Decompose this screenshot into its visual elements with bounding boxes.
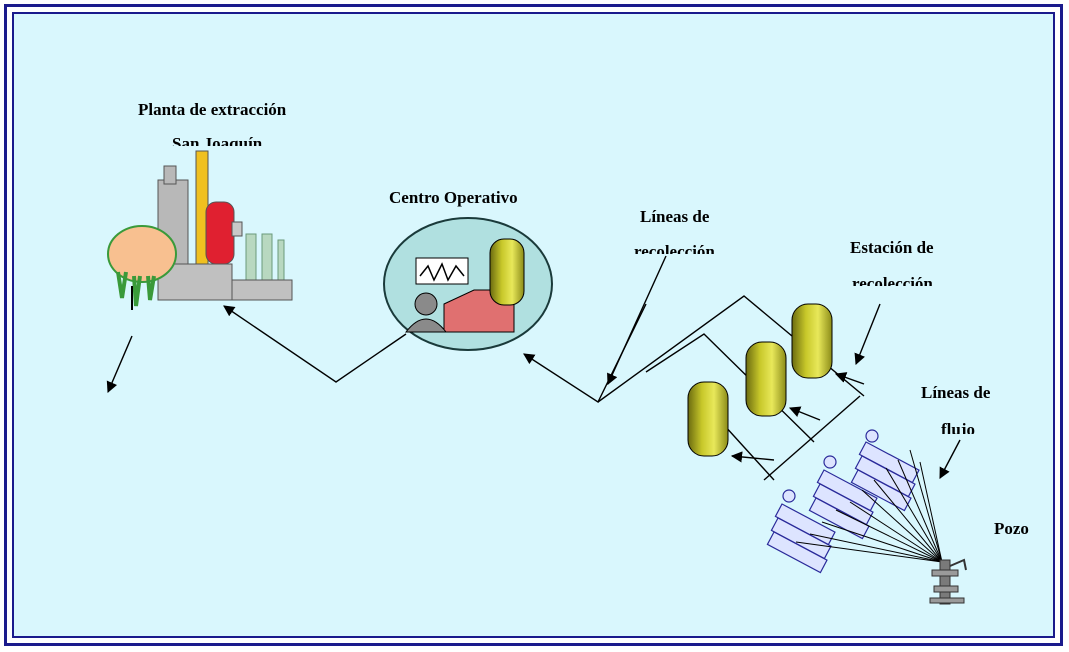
plant-green-column [277, 239, 285, 283]
manifold-2 [808, 455, 878, 540]
lineas-flujo-pointer [939, 439, 961, 479]
plant-sphere-legs [116, 271, 156, 307]
storage-tank-icon [687, 303, 833, 457]
arrow-into-tank-2 [788, 406, 821, 421]
manifold-icon [766, 429, 920, 574]
planta-label-line1: Planta de extracción [138, 100, 287, 119]
arrow-into-tank-3 [834, 372, 865, 385]
lineas-flujo-label-line1: Líneas de [921, 383, 991, 402]
pipeline-network-to-center [523, 303, 647, 404]
plant-green-column [245, 233, 257, 283]
lineas-recoleccion-label-line2: recolección [634, 242, 715, 254]
lineas-recoleccion-label-line1: Líneas de [640, 207, 710, 226]
plant-outlet-arrow [106, 335, 133, 394]
manifold-1 [766, 489, 836, 574]
tank-3 [791, 303, 833, 379]
network-right-line [763, 395, 861, 481]
wellhead-icon [929, 558, 967, 605]
manifold-3 [850, 429, 920, 512]
estacion-label-line1: Estación de [850, 238, 934, 257]
centro-operativo-label: Centro Operativo [389, 188, 518, 207]
pipeline-center-to-plant [223, 305, 407, 383]
center-operator-body [404, 318, 448, 333]
estacion-label-line2: recolección [852, 274, 933, 286]
diagram-canvas: Planta de extracción San Joaquín Centro … [12, 12, 1055, 638]
arrow-into-tank-1 [730, 451, 775, 463]
tank-2 [745, 341, 787, 417]
center-monitor-signal [419, 262, 465, 282]
planta-label-line2: San Joaquín [172, 134, 263, 146]
outer-frame [4, 4, 1063, 646]
tank-1 [687, 381, 729, 457]
plant-red-vessel [205, 201, 235, 265]
plant-base-right [231, 279, 293, 301]
network-middle-line [645, 333, 815, 443]
diagram-svg [106, 150, 967, 605]
estacion-pointer [854, 303, 881, 366]
lineas-flujo-label-line2: flujo [941, 420, 975, 434]
plant-red-nozzle [231, 221, 243, 237]
plant-green-column [261, 233, 273, 283]
flow-lines [795, 449, 943, 563]
center-tank [489, 238, 525, 306]
operations-center-icon [383, 217, 553, 351]
extraction-plant-icon [107, 150, 293, 310]
lineas-recoleccion-pointer [607, 255, 667, 386]
center-operator-head [414, 292, 438, 316]
plant-tower-top [163, 165, 177, 185]
plant-sphere [107, 225, 177, 283]
pozo-label: Pozo [994, 519, 1029, 538]
